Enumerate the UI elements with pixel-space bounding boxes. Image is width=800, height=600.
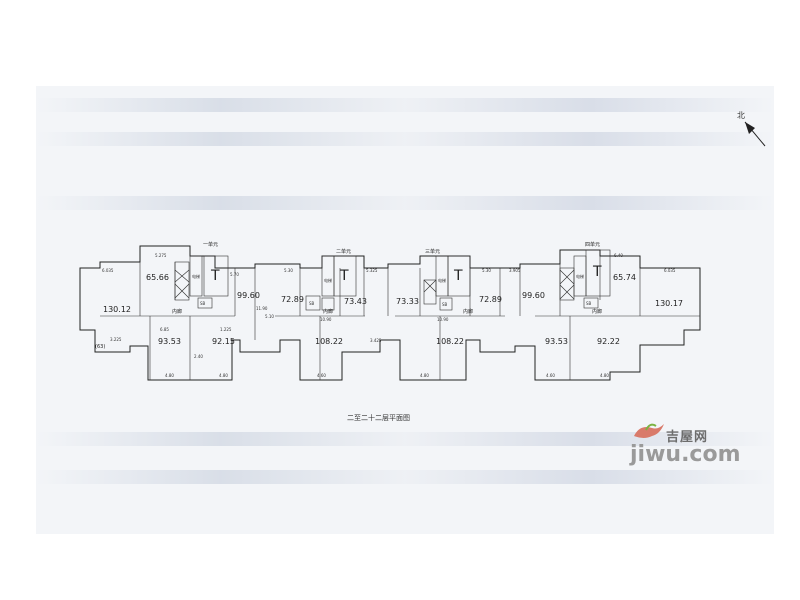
dimension-label: 5.10 bbox=[265, 314, 274, 319]
scan-band bbox=[36, 98, 774, 112]
core-unit-1 bbox=[174, 255, 229, 309]
building-outline bbox=[79, 245, 701, 381]
elevator-label: 电梯 bbox=[192, 273, 200, 279]
dimension-label: 6.035 bbox=[664, 268, 676, 273]
stair-icon: T bbox=[339, 268, 349, 284]
unit-label-3: 三单元 bbox=[425, 248, 440, 255]
corridor-label: 内廊 bbox=[172, 308, 182, 315]
inner-walls bbox=[100, 256, 700, 380]
shaft-label: SB bbox=[586, 301, 592, 306]
area-label: 72.89 bbox=[281, 295, 304, 304]
dimension-label: 3.225 bbox=[110, 337, 122, 342]
dimension-label: 4.80 bbox=[420, 373, 429, 378]
elevator-label: 电梯 bbox=[324, 277, 332, 283]
area-label: 130.12 bbox=[103, 305, 131, 314]
area-label: 72.89 bbox=[479, 295, 502, 304]
stair-icon: T bbox=[210, 268, 220, 284]
area-label: 93.53 bbox=[545, 337, 568, 346]
corridor-label: 内廊 bbox=[592, 308, 602, 315]
dimension-label: 3.905 bbox=[509, 268, 521, 273]
stair-icon: T bbox=[453, 268, 463, 284]
area-label: 65.74 bbox=[613, 273, 636, 282]
dimension-label: 5.30 bbox=[482, 268, 491, 273]
dimension-label: 5.30 bbox=[284, 268, 293, 273]
area-label: 73.43 bbox=[344, 297, 367, 306]
core-unit-3 bbox=[423, 255, 471, 311]
area-label: 65.66 bbox=[146, 273, 169, 282]
core-unit-4 bbox=[559, 249, 611, 309]
dimension-label: 10.90 bbox=[320, 317, 332, 322]
logo-en: jiwu.com bbox=[630, 442, 741, 467]
stair-icon: T bbox=[592, 264, 602, 280]
logo: 吉屋网 jiwu.com bbox=[612, 420, 741, 470]
dimension-label: 5.275 bbox=[155, 253, 167, 258]
logo-cn: 吉屋网 bbox=[666, 430, 709, 445]
core-unit-2 bbox=[305, 255, 357, 311]
dimension-label: 5.70 bbox=[230, 272, 239, 277]
dimension-label: 6.85 bbox=[160, 327, 169, 332]
north-arrow: 北 bbox=[737, 110, 767, 150]
scan-sheet bbox=[36, 86, 774, 534]
area-label: 130.17 bbox=[655, 299, 683, 308]
dimension-label: 6.035 bbox=[102, 268, 114, 273]
shaft-label: SB bbox=[442, 302, 448, 307]
dimension-label: 4.60 bbox=[317, 373, 326, 378]
dimension-label: 4.80 bbox=[165, 373, 174, 378]
dimension-label: 10.90 bbox=[437, 317, 449, 322]
shaft-label: SB bbox=[200, 301, 206, 306]
elevator-label: 电梯 bbox=[438, 277, 446, 283]
area-label: 73.33 bbox=[396, 297, 419, 306]
scan-band bbox=[36, 196, 774, 210]
unit-label-2: 二单元 bbox=[336, 248, 351, 255]
corridor-label: 内廊 bbox=[463, 308, 473, 315]
area-label: 99.60 bbox=[237, 291, 260, 300]
area-label: 99.60 bbox=[522, 291, 545, 300]
area-label: (63) bbox=[95, 344, 105, 350]
bird-logo-icon bbox=[634, 423, 664, 438]
north-label: 北 bbox=[737, 111, 745, 120]
elevator-label: 电梯 bbox=[576, 273, 584, 279]
dimension-label: 4.60 bbox=[546, 373, 555, 378]
scan-band bbox=[36, 132, 774, 146]
dimension-label: 4.80 bbox=[219, 373, 228, 378]
area-label: 92.22 bbox=[597, 337, 620, 346]
area-label: 108.22 bbox=[315, 337, 343, 346]
scan-band bbox=[36, 470, 774, 484]
shaft-label: SB bbox=[309, 301, 315, 306]
plan-caption: 二至二十二层平面图 bbox=[347, 414, 410, 422]
north-arrow-icon bbox=[744, 121, 766, 147]
dimension-label: 1.225 bbox=[220, 327, 232, 332]
dimension-label: 6.40 bbox=[614, 253, 623, 258]
area-label: 93.53 bbox=[158, 337, 181, 346]
dimension-label: 11.90 bbox=[256, 306, 268, 311]
area-label: 108.22 bbox=[436, 337, 464, 346]
dimension-label: 5.325 bbox=[366, 268, 378, 273]
corridor-label: 内廊 bbox=[323, 308, 333, 315]
unit-label-4: 四单元 bbox=[585, 241, 600, 248]
scan-band bbox=[36, 432, 774, 446]
dimension-label: 3.425 bbox=[370, 338, 382, 343]
dimension-label: 2.40 bbox=[194, 354, 203, 359]
dimension-label: 4.80 bbox=[600, 373, 609, 378]
unit-label-1: 一单元 bbox=[203, 241, 218, 248]
area-label: 92.15 bbox=[212, 337, 235, 346]
